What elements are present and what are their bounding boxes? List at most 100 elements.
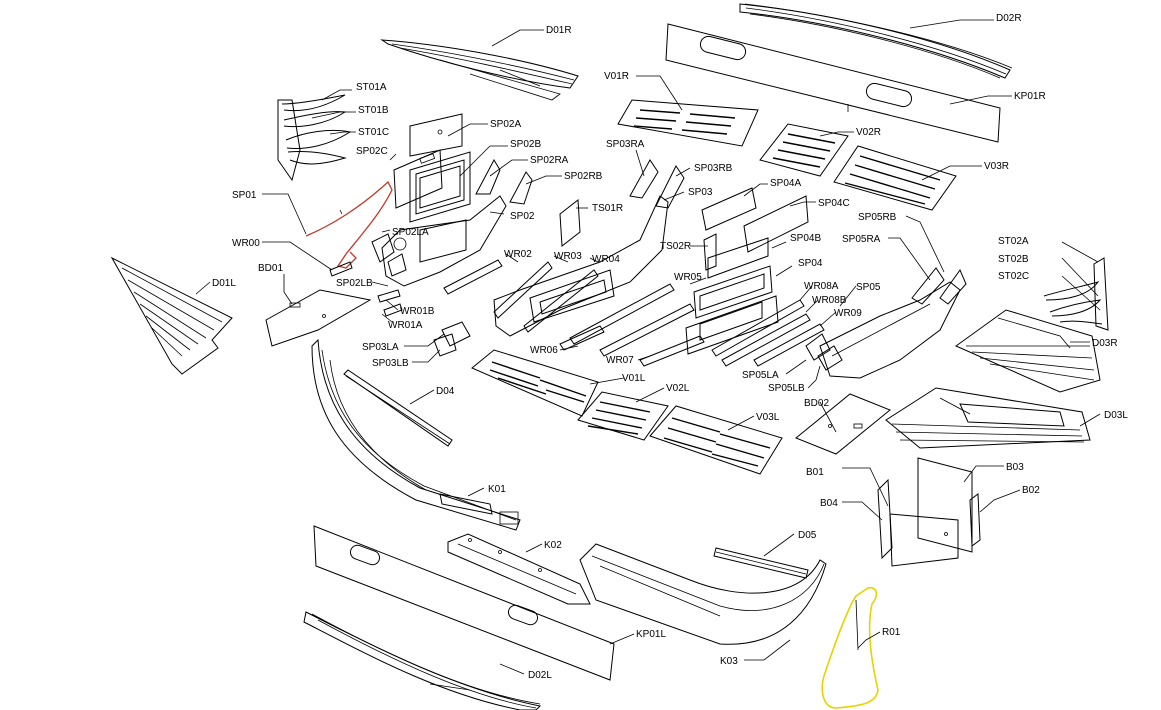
part-d02l — [303, 611, 542, 710]
label-st02c: ST02C — [998, 271, 1029, 282]
part-sp02a — [409, 113, 463, 157]
part-sp05 — [819, 281, 961, 379]
label-wr07: WR07 — [606, 355, 634, 366]
label-sp04b: SP04B — [790, 233, 821, 244]
part-v03l — [649, 405, 783, 475]
part-wr08b — [721, 313, 811, 367]
part-v01r — [617, 99, 759, 147]
label-sp02b: SP02B — [510, 139, 541, 150]
part-d01r — [380, 39, 579, 101]
yellow-highlight-outline — [821, 586, 879, 709]
part-sp02b — [409, 151, 471, 223]
part-sp02 — [381, 195, 507, 287]
label-sp03lb: SP03LB — [372, 358, 409, 369]
part-wr01 — [377, 289, 403, 317]
part-sp05lb — [817, 345, 843, 371]
label-sp05: SP05 — [856, 282, 881, 293]
label-d01l: D01L — [212, 278, 236, 289]
label-kp01r: KP01R — [1014, 91, 1046, 102]
label-b03: B03 — [1006, 462, 1024, 473]
leader-lines — [195, 19, 1101, 675]
part-bd02 — [795, 393, 891, 455]
part-wr02 — [443, 259, 503, 295]
label-d05: D05 — [798, 530, 817, 541]
part-sp03ra — [629, 159, 659, 199]
part-d01l — [110, 256, 233, 375]
label-b04: B04 — [820, 498, 838, 509]
part-sp04c — [743, 195, 809, 253]
label-wr00: WR00 — [232, 238, 260, 249]
label-sp02rb: SP02RB — [564, 171, 603, 182]
part-sp01 — [305, 180, 393, 269]
part-ts01r — [559, 199, 581, 247]
label-v03l: V03L — [756, 412, 780, 423]
label-k01: K01 — [488, 484, 506, 495]
label-v01l: V01L — [622, 373, 646, 384]
part-sp02rb — [509, 171, 533, 205]
part-k01 — [311, 338, 521, 531]
part-k02 — [447, 533, 591, 605]
label-wr05: WR05 — [674, 272, 702, 283]
part-sp02lb — [387, 253, 407, 277]
part-st01 — [277, 94, 352, 182]
part-wr08a — [711, 299, 805, 357]
label-sp02a: SP02A — [490, 119, 521, 130]
label-k03: K03 — [720, 656, 738, 667]
label-st01b: ST01B — [358, 105, 389, 116]
part-sp03la — [441, 321, 471, 347]
label-bd01: BD01 — [258, 263, 283, 274]
part-labels: D01R D02R KP01R V01R V02R V03R ST01A ST0… — [212, 13, 1128, 681]
part-wr00 — [329, 261, 353, 277]
label-r01: R01 — [882, 627, 901, 638]
part-kp01l — [313, 525, 615, 681]
label-wr03: WR03 — [554, 251, 582, 262]
label-st01c: ST01C — [358, 127, 389, 138]
label-sp04: SP04 — [798, 258, 823, 269]
label-sp02lb: SP02LB — [336, 278, 373, 289]
label-b01: B01 — [806, 467, 824, 478]
part-v02l — [577, 391, 669, 441]
label-sp03: SP03 — [688, 187, 713, 198]
label-st02b: ST02B — [998, 254, 1029, 265]
label-v01r: V01R — [604, 71, 629, 82]
label-sp03ra: SP03RA — [606, 139, 645, 150]
part-wr06 — [559, 325, 605, 351]
label-wr02: WR02 — [504, 249, 532, 260]
label-k02: K02 — [544, 540, 562, 551]
label-sp02ra: SP02RA — [530, 155, 569, 166]
label-ts02r: TS02R — [660, 241, 691, 252]
part-ts02r — [703, 233, 717, 271]
label-sp03la: SP03LA — [362, 342, 399, 353]
part-sp02ra — [475, 158, 501, 195]
part-v01l — [471, 349, 599, 417]
part-sp04a — [701, 187, 757, 231]
part-sp05la — [805, 333, 831, 361]
part-d03r — [954, 309, 1101, 393]
label-sp05la: SP05LA — [742, 370, 779, 381]
part-sp04b — [707, 237, 769, 279]
part-k03 — [579, 543, 827, 645]
part-st02 — [1043, 257, 1109, 331]
label-sp02: SP02 — [510, 211, 535, 222]
label-wr08b: WR08B — [812, 295, 847, 306]
label-b02: B02 — [1022, 485, 1040, 496]
part-d03l — [885, 387, 1091, 449]
label-d04: D04 — [436, 386, 455, 397]
label-v03r: V03R — [984, 161, 1009, 172]
part-sp05rb — [939, 268, 967, 305]
label-sp04c: SP04C — [818, 198, 850, 209]
label-wr01a: WR01A — [388, 320, 423, 331]
part-sp04 — [685, 265, 779, 355]
label-sp02la: SP02LA — [392, 227, 429, 238]
part-wr09 — [753, 323, 825, 367]
label-sp05ra: SP05RA — [842, 234, 881, 245]
part-wr05 — [569, 283, 695, 357]
part-r01 — [821, 586, 879, 709]
part-d02r — [739, 3, 1013, 79]
label-st02a: ST02A — [998, 236, 1029, 247]
part-bd01 — [265, 289, 372, 347]
label-sp05rb: SP05RB — [858, 212, 897, 223]
label-wr09: WR09 — [834, 308, 862, 319]
